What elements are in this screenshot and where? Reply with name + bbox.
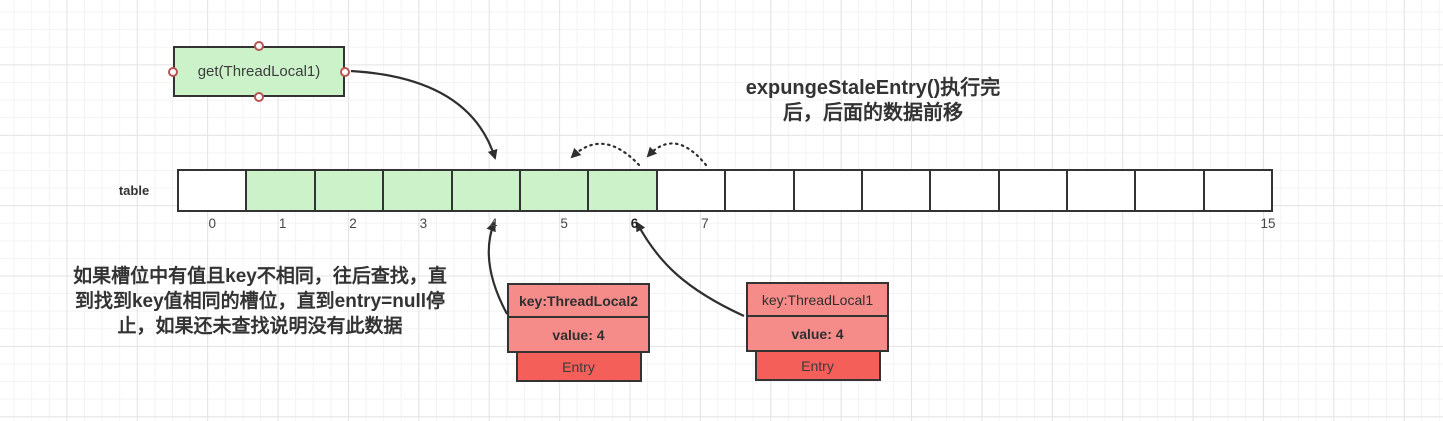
entry1-to-cell6-arrow[interactable] — [636, 221, 745, 318]
index-label-14 — [1162, 216, 1232, 234]
entry-value-box[interactable]: value: 4 — [746, 315, 889, 352]
get-node-label: get(ThreadLocal1) — [197, 63, 321, 80]
get-to-cell4-arrow[interactable] — [350, 69, 498, 160]
entry-node-threadlocal2: key:ThreadLocal2 value: 4 Entry — [507, 283, 650, 382]
index-label-11 — [951, 216, 1021, 234]
table-cell-2[interactable] — [313, 169, 385, 212]
entry-key-label: key:ThreadLocal2 — [518, 292, 639, 309]
table-cell-1[interactable] — [245, 169, 316, 212]
table-cell-11[interactable] — [929, 169, 1000, 212]
index-label-8 — [740, 216, 810, 234]
table-cell-7[interactable] — [655, 169, 727, 212]
entry-tag-box[interactable]: Entry — [515, 351, 642, 382]
get-threadlocal1-node[interactable]: get(ThreadLocal1) — [168, 41, 350, 102]
shift-arrow-7-to-6[interactable] — [646, 142, 708, 167]
connection-point-icon[interactable] — [168, 66, 178, 77]
note-line-3: 止，如果还未查找说明没有此数据 — [117, 316, 403, 337]
note-text: 如果槽位中有值且key不相同，往后查找，直 到找到key值相同的槽位，直到ent… — [40, 264, 480, 339]
index-label-15: 15 — [1260, 216, 1276, 231]
index-label-1: 1 — [278, 216, 287, 231]
entry-value-box[interactable]: value: 4 — [507, 316, 650, 353]
index-label-13 — [1092, 216, 1162, 234]
title-line-2: 后，后面的数据前移 — [783, 102, 963, 124]
table-cell-15[interactable] — [1202, 169, 1274, 212]
index-label-9 — [811, 216, 881, 234]
entry-value-label: value: 4 — [791, 325, 844, 342]
table-cell-14[interactable] — [1134, 169, 1205, 212]
entry-key-box[interactable]: key:ThreadLocal1 — [746, 282, 889, 317]
table-cell-8[interactable] — [724, 169, 795, 212]
index-label-10 — [881, 216, 951, 234]
index-label-3: 3 — [419, 216, 428, 231]
title-line-1: expungeStaleEntry()执行完 — [745, 77, 1001, 99]
note-line-2: 到找到key值相同的槽位，直到entry=null停 — [74, 291, 446, 312]
table-indices: 0 1 2 3 4 5 6 7 15 — [177, 216, 1303, 234]
index-label-2: 2 — [349, 216, 357, 231]
entry-key-label: key:ThreadLocal1 — [761, 291, 874, 308]
note-line-1: 如果槽位中有值且key不相同，往后查找，直 — [73, 266, 447, 287]
table-cell-9[interactable] — [792, 169, 863, 212]
index-label-5: 5 — [560, 216, 568, 231]
table-cell-13[interactable] — [1066, 169, 1137, 212]
table-cell-5[interactable] — [518, 169, 590, 212]
index-label-4: 4 — [490, 216, 498, 231]
index-label-7: 7 — [701, 216, 709, 231]
table-array — [177, 169, 1274, 212]
diagram-title: expungeStaleEntry()执行完 后，后面的数据前移 — [690, 76, 1056, 126]
connection-point-icon[interactable] — [254, 41, 264, 51]
entry-tag-box[interactable]: Entry — [754, 350, 881, 381]
entry-value-label: value: 4 — [552, 326, 605, 343]
entry-tag-label: Entry — [801, 357, 834, 374]
entry-tag-label: Entry — [562, 358, 595, 375]
table-label: table — [118, 183, 150, 198]
index-label-12 — [1022, 216, 1092, 234]
table-cell-3[interactable] — [382, 169, 453, 212]
connection-point-icon[interactable] — [254, 92, 264, 102]
connection-point-icon[interactable] — [340, 66, 350, 77]
index-label-6: 6 — [630, 216, 639, 231]
table-cell-10[interactable] — [860, 169, 932, 212]
entry-node-threadlocal1: key:ThreadLocal1 value: 4 Entry — [746, 282, 889, 381]
shift-arrow-6-to-5[interactable] — [570, 142, 641, 167]
table-cell-6[interactable] — [587, 169, 658, 212]
entry2-to-cell4-arrow[interactable] — [486, 221, 508, 315]
table-cell-4[interactable] — [450, 169, 521, 212]
index-label-0: 0 — [208, 216, 216, 231]
table-cell-0[interactable] — [177, 169, 248, 212]
entry-key-box[interactable]: key:ThreadLocal2 — [507, 283, 650, 318]
table-cell-12[interactable] — [997, 169, 1069, 212]
